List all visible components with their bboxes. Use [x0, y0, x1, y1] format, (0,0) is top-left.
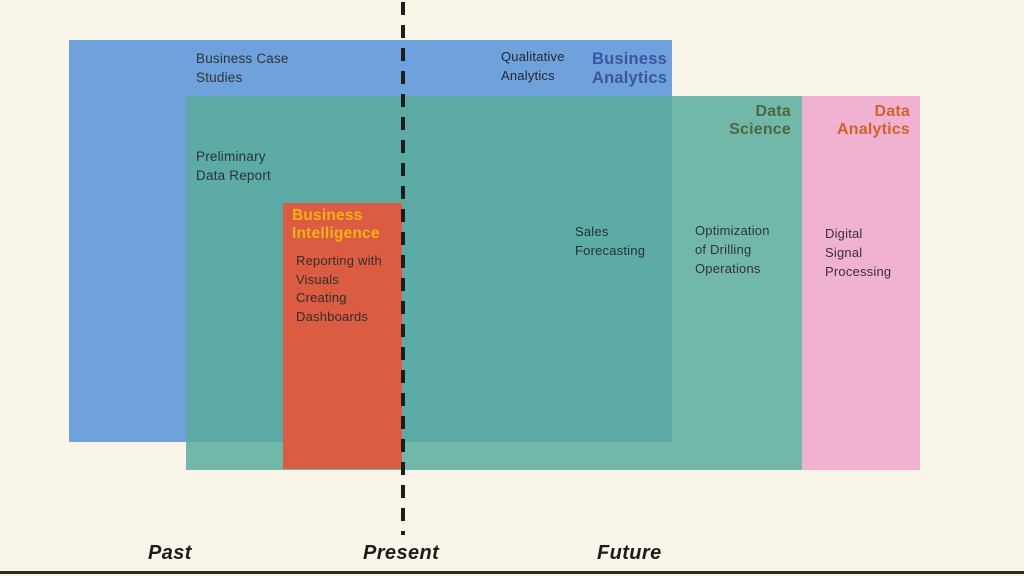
business-intelligence-title: Business Intelligence [292, 207, 380, 242]
axis-label-past: Past [148, 542, 192, 564]
label-optimization-of-drilling-operations: Optimization of Drilling Operations [695, 223, 770, 276]
label-sales-forecasting: Sales Forecasting [575, 224, 646, 258]
label-qualitative-analytics: Qualitative Analytics [501, 49, 565, 83]
label-business-case-studies: Business Case Studies [196, 51, 289, 85]
axis-label-future: Future [597, 542, 662, 564]
data-science-title: Data Science [729, 103, 791, 138]
label-reporting-with-visuals: Reporting with Visuals [296, 253, 382, 287]
business-analytics-title: Business Analytics [592, 50, 668, 87]
data-science-region [186, 96, 802, 470]
data-analytics-title: Data Analytics [837, 103, 910, 138]
label-preliminary-data-report: Preliminary Data Report [196, 149, 271, 183]
label-creating-dashboards: Creating Dashboards [296, 290, 369, 324]
business-intelligence-region [283, 203, 402, 469]
present-divider-line [401, 2, 405, 535]
data-analytics-region [802, 96, 920, 470]
label-digital-signal-processing: Digital Signal Processing [825, 226, 892, 279]
bottom-border-rule [0, 571, 1024, 574]
axis-label-present: Present [363, 542, 440, 564]
